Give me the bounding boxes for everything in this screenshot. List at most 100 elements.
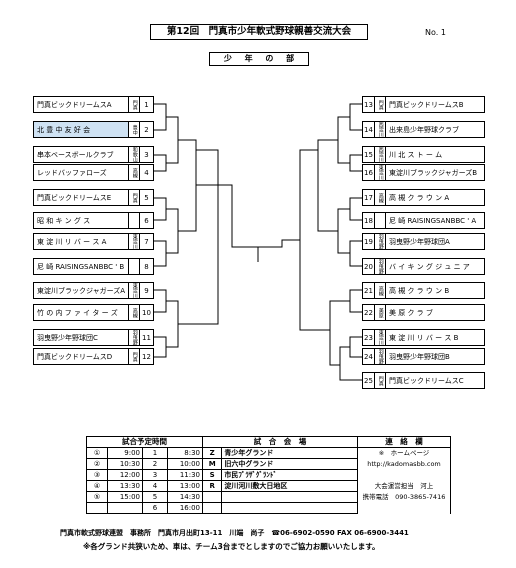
game-slot: ① xyxy=(86,447,108,459)
game-index: 4 xyxy=(142,480,168,492)
team-area: 門真 xyxy=(129,189,140,206)
bracket-line xyxy=(337,208,350,254)
team-area: 門真 xyxy=(375,372,386,389)
team-area: 門真 xyxy=(375,96,386,113)
team-area xyxy=(129,212,140,229)
bracket-line xyxy=(154,336,167,358)
bracket-line xyxy=(349,240,362,267)
bracket-line xyxy=(154,289,167,313)
team-name: 昭 和 キ ン グ ス xyxy=(33,212,129,229)
contact-header: 連 絡 欄 xyxy=(357,436,451,448)
team-number: 17 xyxy=(362,189,375,206)
team-area: 高槻 xyxy=(375,189,386,206)
team-name: 門真ビックドリームスA xyxy=(33,96,129,113)
team-area: 羽曳野 xyxy=(375,258,386,275)
schedule-header: 試合予定時間 xyxy=(86,436,203,448)
game-index: 2 xyxy=(142,458,168,470)
team-area: 羽曳野 xyxy=(375,348,386,365)
bracket-line xyxy=(166,208,179,254)
team-area: 高槻 xyxy=(129,164,140,181)
team-number: 1 xyxy=(140,96,154,113)
contact-line xyxy=(357,469,451,481)
federation-office-line: 門真市軟式野球連盟 事務所 門真市月出町13-11 川端 尚子 ☎06-6902… xyxy=(60,529,409,537)
bracket-line xyxy=(349,197,362,221)
team-name: 東淀川ブラックジャガーズB xyxy=(386,164,485,181)
venue-name xyxy=(221,491,358,503)
team-area: 東淀川 xyxy=(129,233,140,250)
team-name: バ イ キ ン グ ジ ュ ニ ア xyxy=(386,258,485,275)
team-number: 5 xyxy=(140,189,154,206)
info-table: 試合予定時間 試 合 会 場 連 絡 欄 ① 9:00 1 8:30 Z 青少年… xyxy=(86,436,451,514)
team-area: 羽曳野 xyxy=(129,329,140,346)
game-index: 5 xyxy=(142,491,168,503)
tournament-title: 第12回 門真市少年軟式野球親善交流大会 xyxy=(150,24,368,40)
team-number: 25 xyxy=(362,372,375,389)
game-index: 3 xyxy=(142,469,168,481)
team-area xyxy=(129,258,140,275)
team-number: 7 xyxy=(140,233,154,250)
bracket-line xyxy=(349,289,362,313)
game-time: 10:30 xyxy=(107,458,143,470)
venue-code: Z xyxy=(201,447,223,459)
venue-code xyxy=(201,502,223,514)
game-slot xyxy=(86,502,108,514)
game-slot: ④ xyxy=(86,480,108,492)
team-area: 東淀川 xyxy=(375,329,386,346)
bracket-line xyxy=(154,154,167,172)
team-area: 西淀川 xyxy=(375,121,386,138)
venue-name: 青少年グランド xyxy=(221,447,358,459)
team-number: 16 xyxy=(362,164,375,181)
team-number: 8 xyxy=(140,258,154,275)
team-area: 東淀川 xyxy=(129,282,140,299)
game-time-alt: 10:00 xyxy=(167,458,203,470)
contact-line: http://kadomasbb.com xyxy=(357,458,451,470)
team-name: 高 槻 ク ラ ウ ン B xyxy=(386,282,485,299)
team-name: 東淀川ブラックジャガーズA xyxy=(33,282,129,299)
team-number: 12 xyxy=(140,348,154,365)
venue-name: 淀川河川敷大日地区 xyxy=(221,480,358,492)
team-number: 19 xyxy=(362,233,375,250)
team-area xyxy=(375,212,386,229)
team-number: 14 xyxy=(362,121,375,138)
game-time-alt: 13:00 xyxy=(167,480,203,492)
team-name: 羽曳野少年野球団A xyxy=(386,233,485,250)
team-number: 24 xyxy=(362,348,375,365)
team-name: 尼 崎 RAISINGSANBBC ' A xyxy=(386,212,485,229)
team-name: 川 北 ス ト ー ム xyxy=(386,146,485,163)
tournament-bracket-lines xyxy=(154,103,362,381)
bracket-line xyxy=(329,300,350,366)
game-index: 1 xyxy=(142,447,168,459)
game-time-alt: 16:00 xyxy=(167,502,203,514)
team-area: 門真 xyxy=(129,96,140,113)
team-area: 高槻 xyxy=(129,304,140,321)
contact-line: 大会運営担当 河上 xyxy=(357,480,451,492)
team-area: 高槻 xyxy=(375,282,386,299)
contact-line xyxy=(357,502,451,514)
team-name: 東 淀 川 リ バ ー ス B xyxy=(386,329,485,346)
venue-code: S xyxy=(201,469,223,481)
team-name: 竹 の 内 フ ァ イ タ ー ズ xyxy=(33,304,129,321)
game-slot: ⑤ xyxy=(86,491,108,503)
team-name: 串本ベースボールクラブ xyxy=(33,146,129,163)
bracket-line xyxy=(166,116,179,164)
bracket-line xyxy=(349,103,362,131)
bracket-line xyxy=(337,116,350,164)
bracket-line xyxy=(268,239,300,248)
bracket-line xyxy=(196,184,248,248)
team-area: 西淀川 xyxy=(375,146,386,163)
team-number: 4 xyxy=(140,164,154,181)
game-time: 13:30 xyxy=(107,480,143,492)
team-number: 6 xyxy=(140,212,154,229)
team-number: 15 xyxy=(362,146,375,163)
bracket-line xyxy=(166,300,179,348)
venue-code xyxy=(201,491,223,503)
bracket-line xyxy=(154,197,167,221)
team-number: 20 xyxy=(362,258,375,275)
team-area: 豊中 xyxy=(129,121,140,138)
venue-header: 試 合 会 場 xyxy=(202,436,358,448)
team-name: 羽曳野少年野球団B xyxy=(386,348,485,365)
team-number: 13 xyxy=(362,96,375,113)
game-time xyxy=(107,502,143,514)
bracket-line xyxy=(178,139,197,232)
team-area: 和歌山 xyxy=(129,146,140,163)
